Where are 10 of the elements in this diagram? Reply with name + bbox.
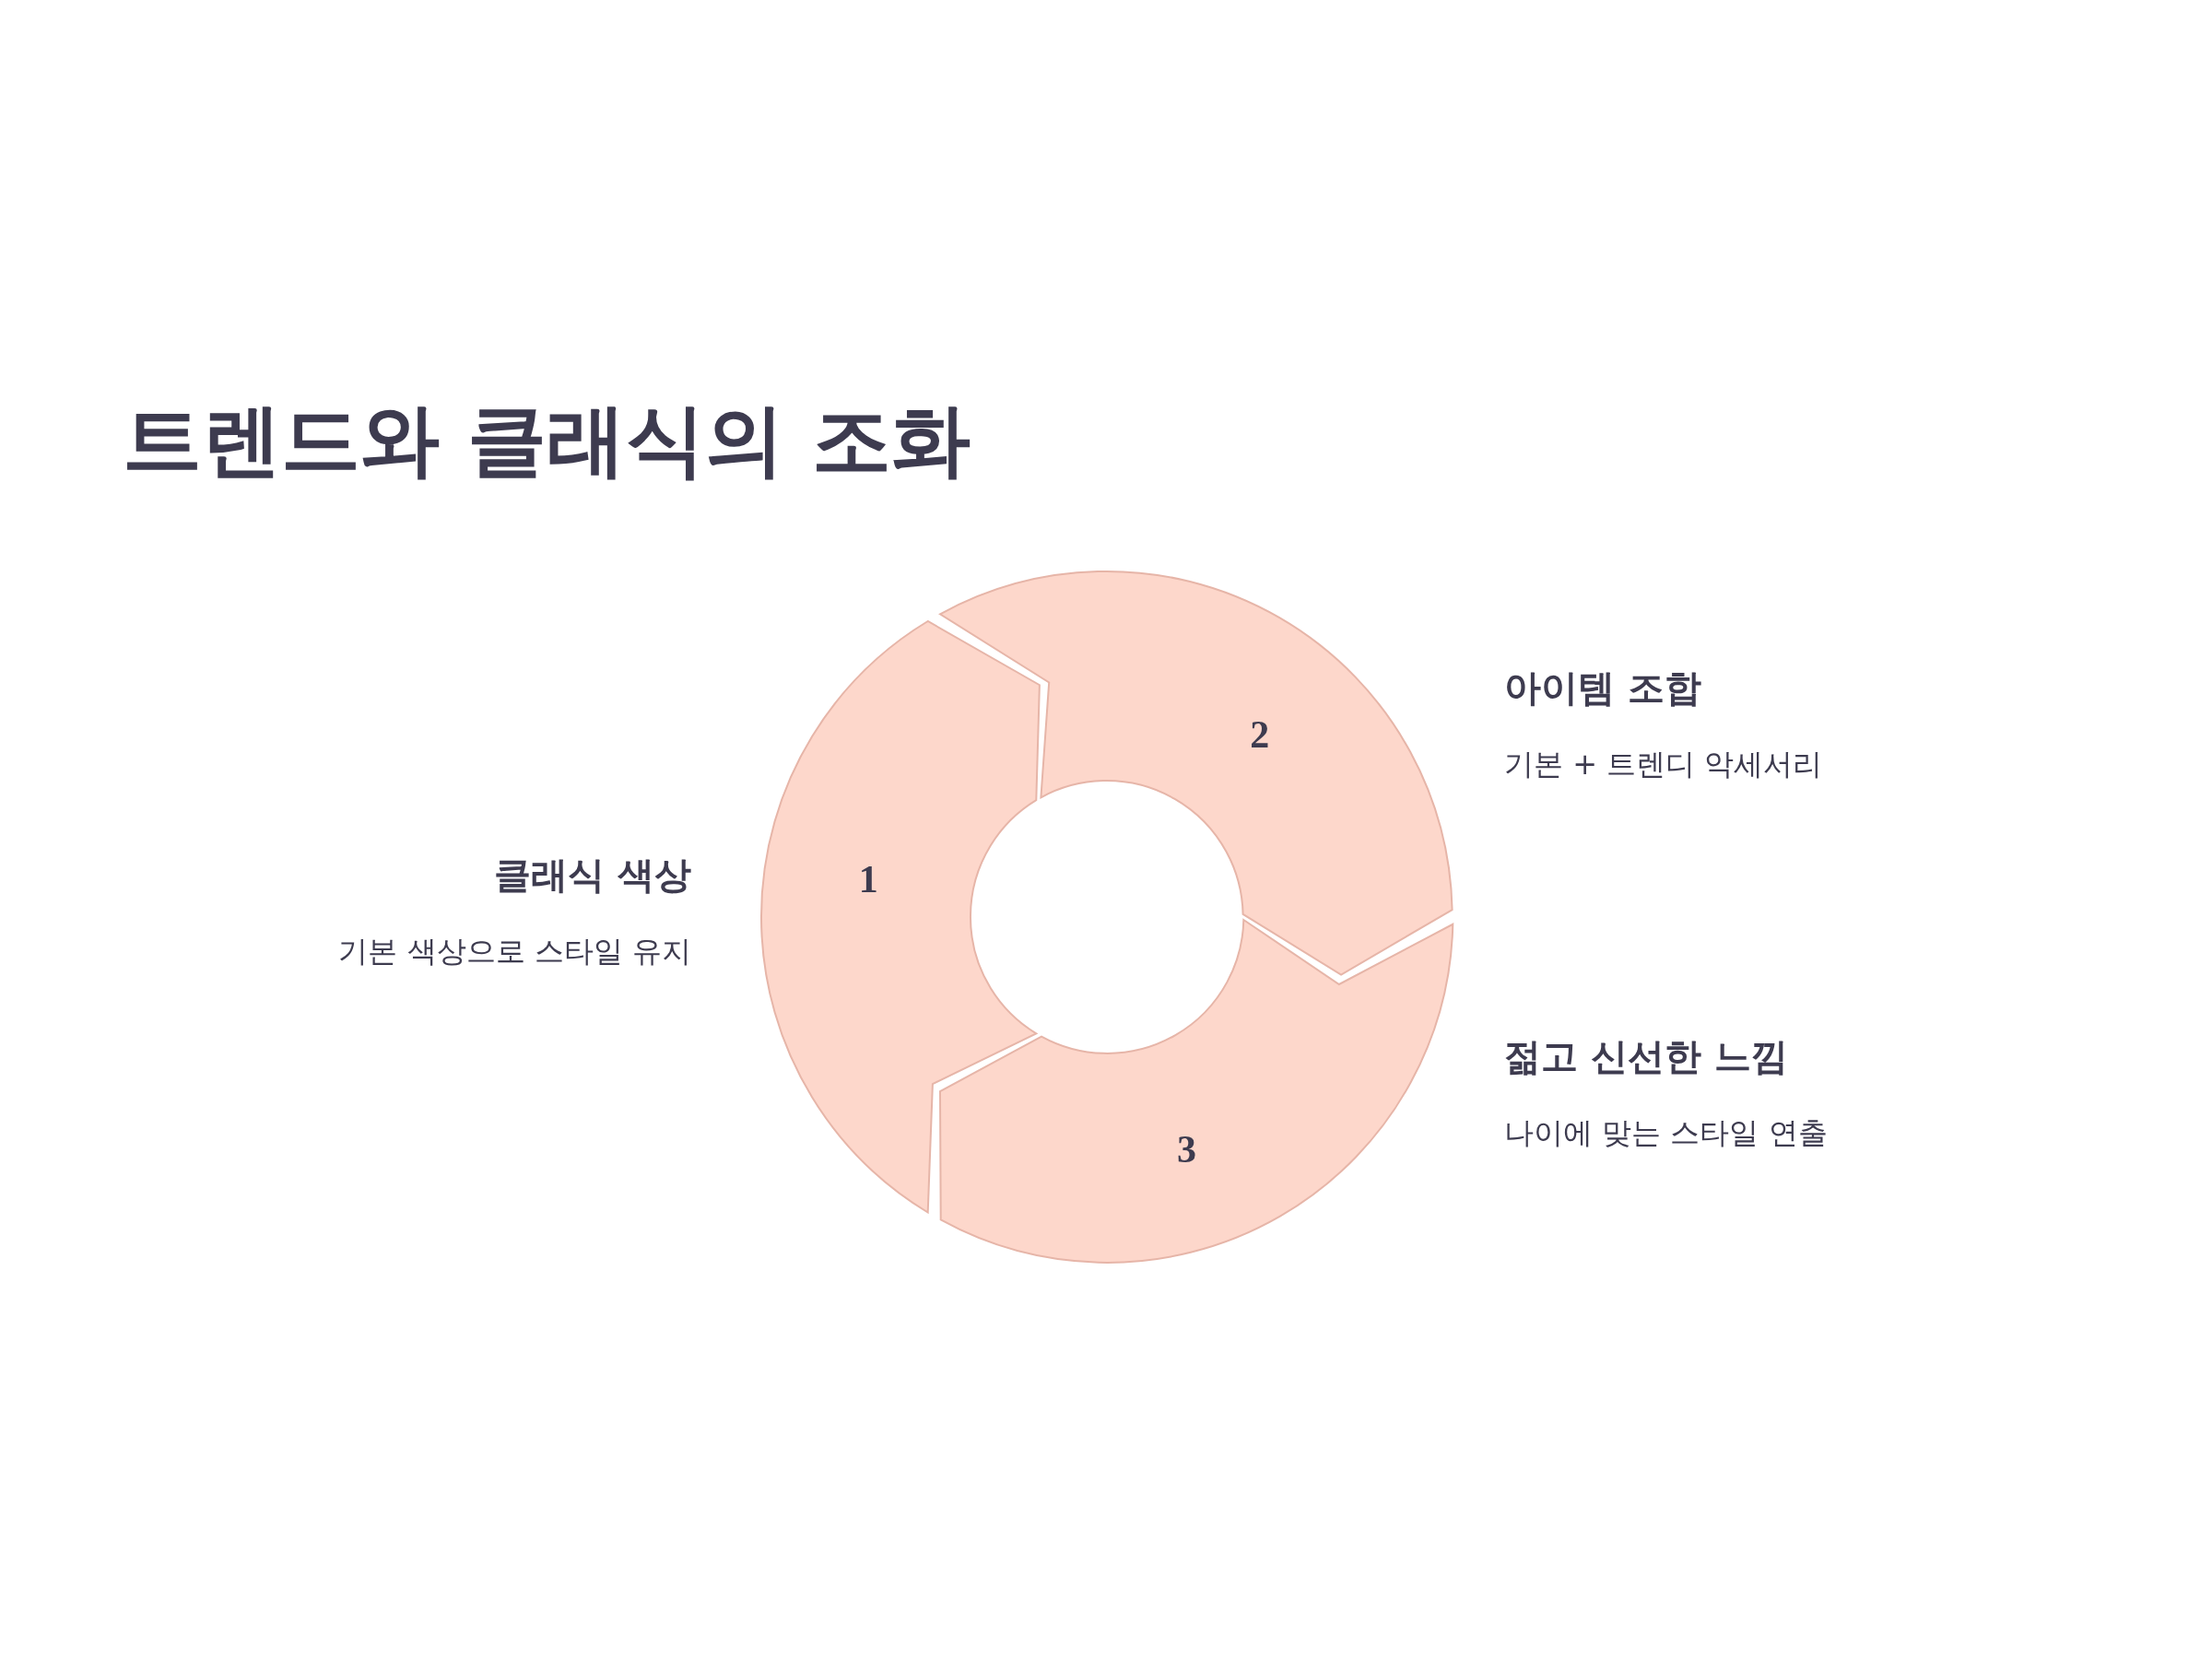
step-heading: 아이템 조합: [1504, 665, 1701, 710]
title: 트렌드와 클래식의 조화: [123, 393, 971, 488]
step-heading: 젊고 신선한 느낌: [1504, 1034, 1788, 1078]
step-description: 기본 색상으로 스타일 유지: [338, 934, 691, 970]
step-number: 2: [1250, 712, 1270, 758]
step-number: 3: [1177, 1126, 1197, 1171]
step-description: 기본 + 트렌디 악세서리: [1504, 747, 1823, 782]
step-heading: 클래식 색상: [494, 853, 691, 897]
step-description: 나이에 맞는 스타일 연출: [1504, 1115, 1828, 1151]
step-number: 1: [858, 857, 878, 901]
